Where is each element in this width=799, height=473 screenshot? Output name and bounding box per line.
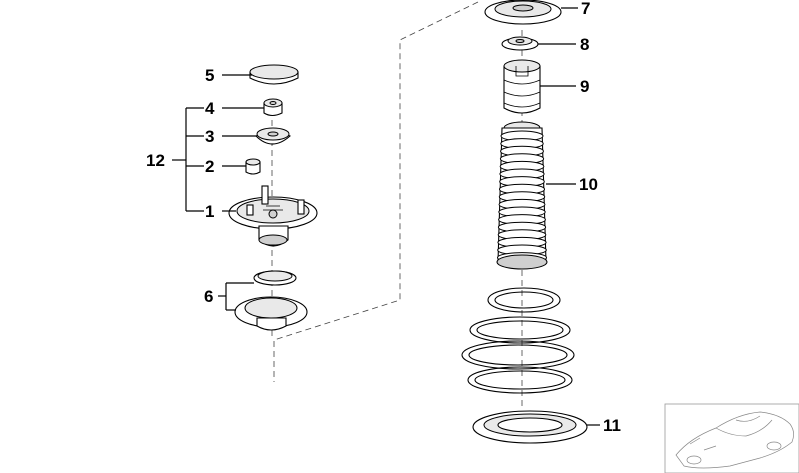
assembly-guide-line: [273, 1, 479, 382]
part-11-lower-pad: [472, 410, 588, 444]
part-4-nut: [263, 98, 283, 117]
callout-4: 4: [205, 99, 215, 118]
callout-2: 2: [205, 157, 214, 176]
callout-12: 12: [146, 151, 165, 170]
part-2-small-nut: [245, 158, 261, 175]
callout-5: 5: [205, 66, 214, 85]
part-9-bump-stop: [503, 59, 541, 114]
part-5-dust-cap: [249, 64, 299, 85]
callout-9: 9: [580, 77, 589, 96]
callout-3: 3: [205, 127, 214, 146]
callout-10: 10: [579, 175, 598, 194]
callout-7: 7: [581, 0, 590, 18]
part-1-strut-mount: [228, 185, 318, 247]
callout-1: 1: [205, 202, 214, 221]
callout-11: 11: [603, 416, 621, 435]
part-6-bearing-seat: [234, 270, 308, 331]
coil-spring: [461, 287, 575, 394]
part-3-washer-cup: [255, 127, 291, 145]
part-7-upper-plate: [484, 0, 562, 25]
callout-8: 8: [580, 35, 589, 54]
part-10-protective-boot: [496, 121, 548, 270]
leader-lines: [172, 7, 600, 426]
part-8-washer: [501, 36, 539, 51]
car-outline-icon: [664, 403, 799, 473]
callout-6: 6: [204, 287, 213, 306]
